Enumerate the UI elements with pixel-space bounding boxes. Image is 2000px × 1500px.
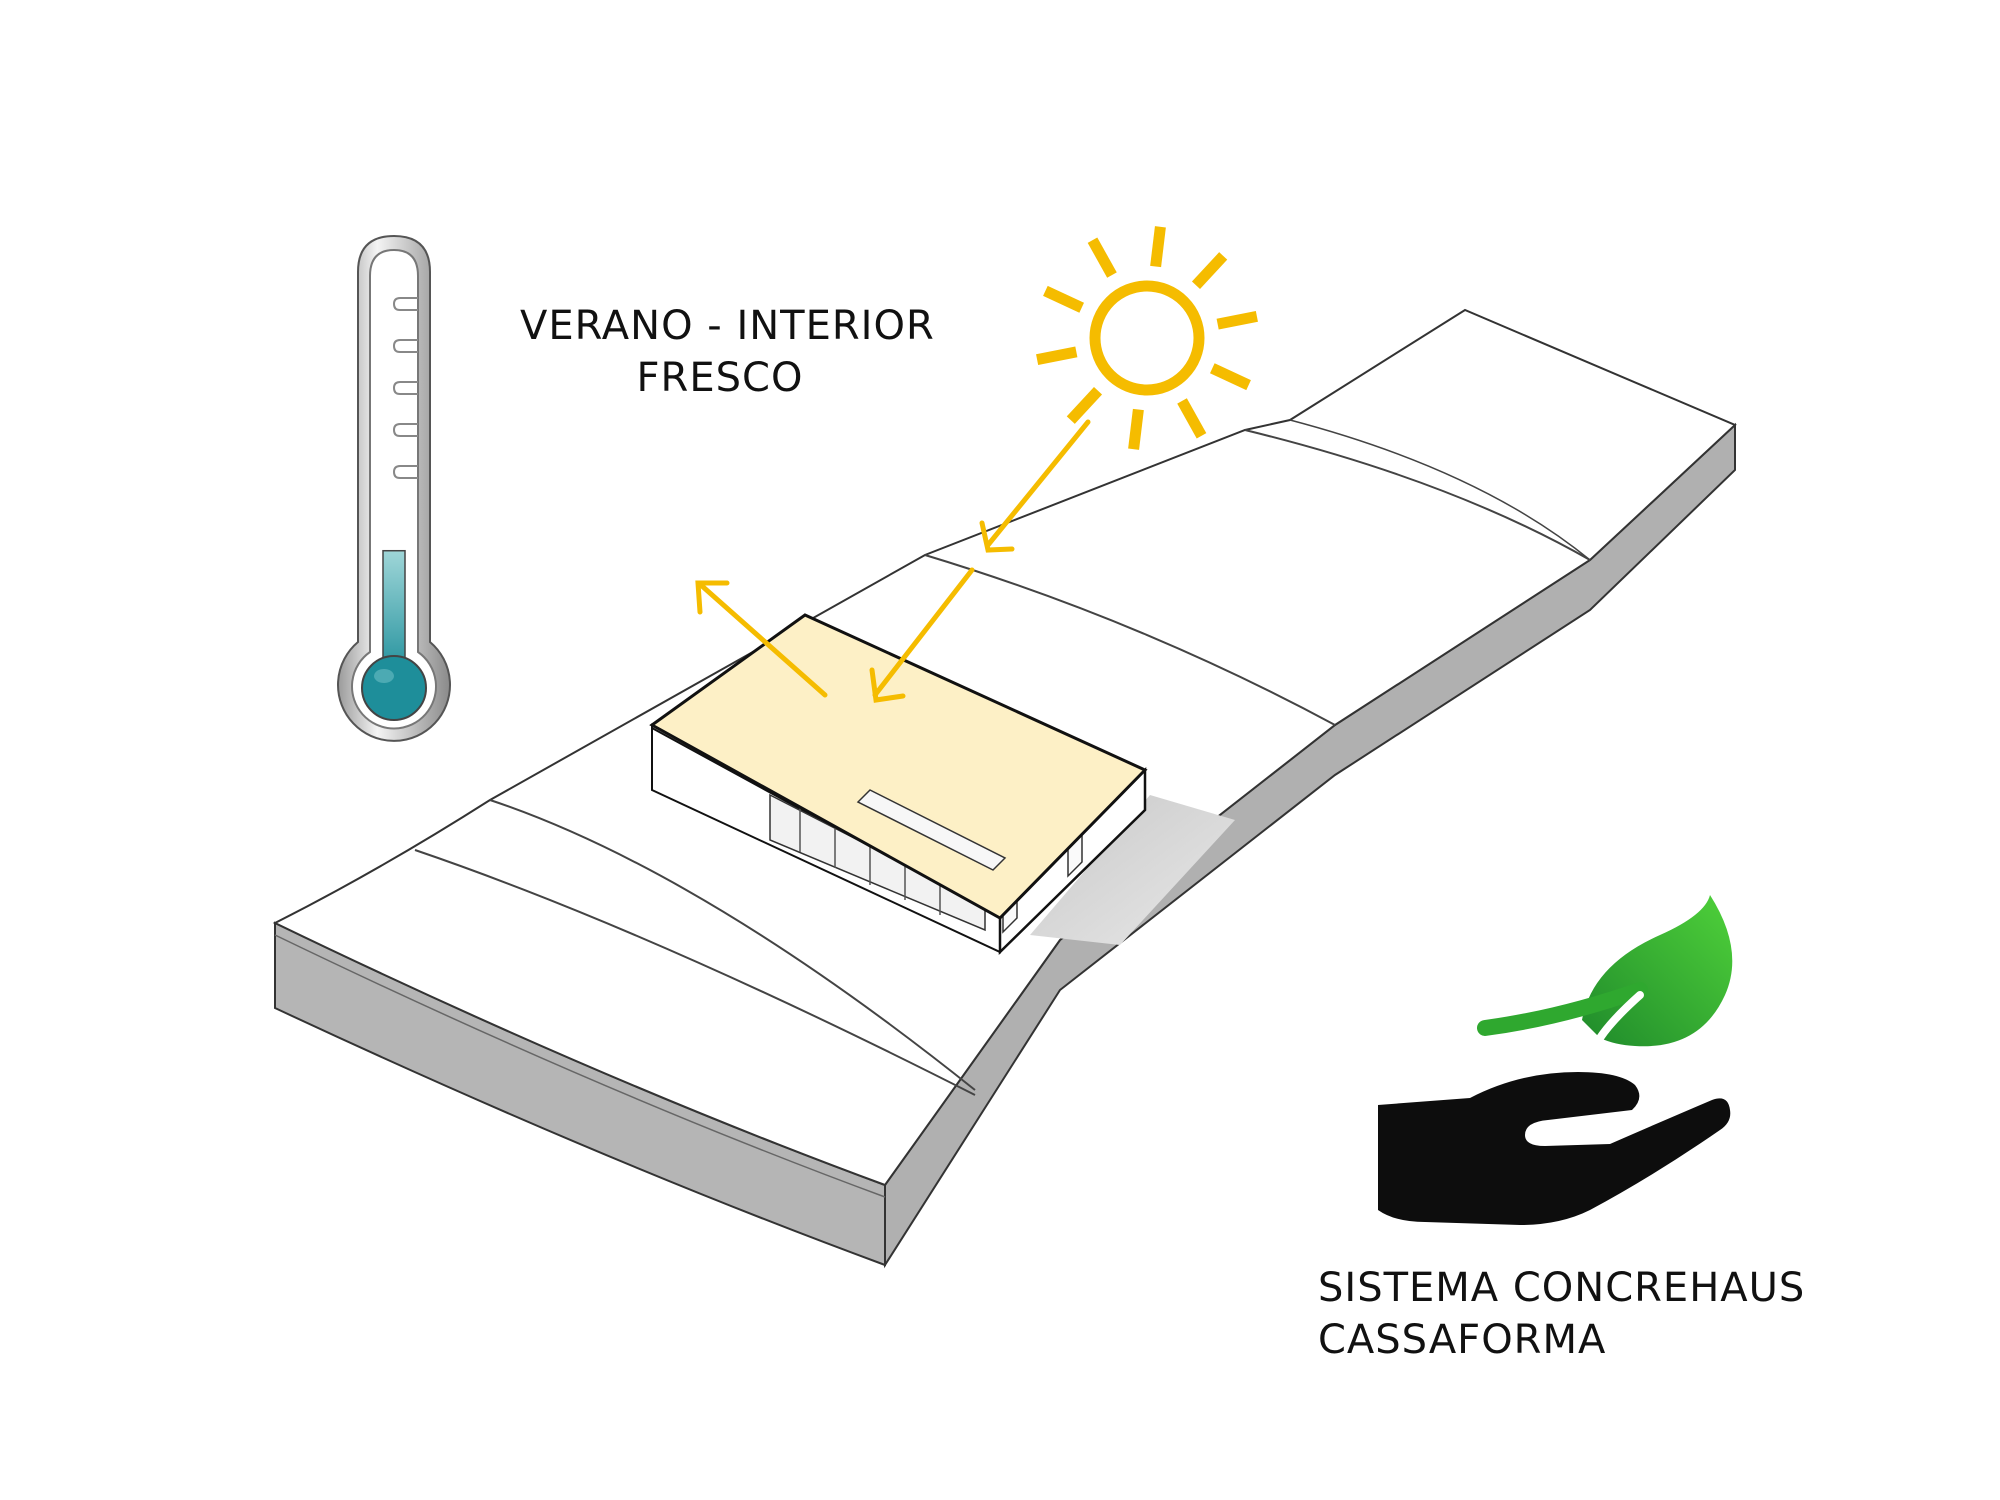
- terrain-contour: [924, 554, 1336, 726]
- sun-ray: [1216, 310, 1258, 330]
- system-caption: SISTEMA CONCREHAUS CASSAFORMA: [1318, 1262, 1818, 1366]
- terrain-contour: [489, 799, 976, 1091]
- reflected-ray-arrow: [699, 583, 828, 698]
- leaf-shape: [1582, 895, 1733, 1047]
- hand-icon: [1378, 1072, 1731, 1225]
- sun-ray: [1066, 387, 1103, 424]
- house-facade: [652, 728, 1000, 990]
- leaf-icon: [1477, 895, 1733, 1047]
- reflected-ray-arrowhead: [695, 580, 730, 615]
- diagram-title: VERANO - INTERIOR FRESCO: [520, 300, 935, 404]
- hand-shape: [1378, 1072, 1731, 1225]
- system-line-1: SISTEMA CONCREHAUS: [1318, 1265, 1806, 1311]
- sun-ray: [1128, 408, 1144, 450]
- sun-ray: [1177, 398, 1207, 439]
- thermometer-bulb: [361, 655, 427, 721]
- sun-icon: [1036, 226, 1258, 450]
- hand-thumb-gap: [1530, 1127, 1600, 1130]
- house-model: [649, 613, 1148, 990]
- incoming-ray-arrow: [985, 419, 1091, 548]
- system-line-2: CASSAFORMA: [1318, 1317, 1607, 1363]
- title-line-2: FRESCO: [636, 355, 804, 401]
- thermometer-icon: [337, 234, 451, 742]
- thermometer-ticks: [392, 297, 418, 479]
- terrain-contour: [414, 849, 976, 1096]
- thermometer-bulb-highlight: [374, 669, 394, 683]
- house-glazing-frames: [799, 808, 941, 915]
- terrain-contour: [1289, 419, 1591, 561]
- house-roof: [649, 613, 1148, 920]
- terrain-edge: [274, 934, 886, 1198]
- sun-ray-arrows: [695, 419, 1091, 703]
- leaf-stem: [1477, 982, 1648, 1036]
- house-roof-opening: [856, 789, 1007, 871]
- terrain-contour: [1244, 429, 1591, 561]
- sun-ray: [1036, 346, 1078, 366]
- sun-ray: [1191, 252, 1228, 289]
- leaf-stem-cut: [1596, 991, 1644, 1042]
- sun-ray: [1087, 237, 1117, 278]
- sun-ray: [1043, 285, 1084, 313]
- title-line-1: VERANO - INTERIOR: [520, 303, 935, 349]
- sun-ray: [1210, 363, 1251, 391]
- incoming-ray-arrowhead: [869, 667, 906, 703]
- sun-ray: [1150, 226, 1166, 268]
- thermometer-tube: [351, 248, 437, 730]
- house-shadow: [1030, 795, 1235, 945]
- incoming-ray-arrow: [872, 567, 975, 698]
- incoming-ray-arrowhead: [979, 520, 1015, 553]
